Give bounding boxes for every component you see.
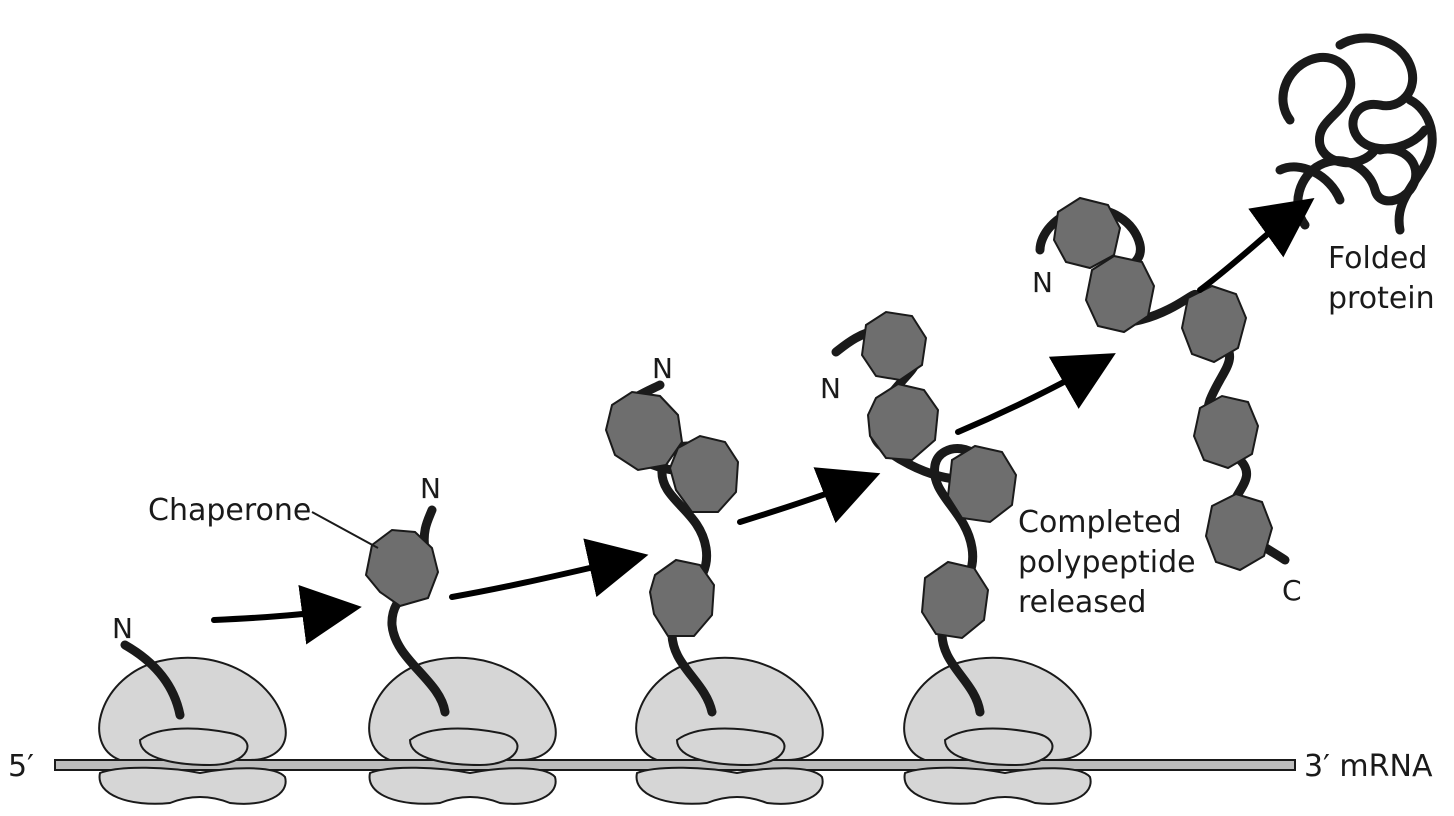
chaperone-3a [604, 390, 684, 472]
five-prime-label: 5′ [8, 749, 34, 784]
completed-label-line3: released [1018, 585, 1146, 620]
three-prime-mrna-label: 3′ mRNA [1304, 749, 1433, 784]
folded-protein [1275, 33, 1437, 235]
chaperone-pointer [311, 511, 379, 549]
arrow-stage4-to-stage5 [955, 353, 1116, 435]
ribosome-1 [98, 656, 287, 805]
chaperone-3c [648, 558, 716, 637]
chaperone-5c [1180, 284, 1248, 364]
n-terminus-label-4: N [820, 372, 841, 405]
chaperone-2 [364, 528, 440, 608]
chaperone-3b [668, 434, 740, 513]
arrow-stage1-to-stage2 [211, 584, 362, 645]
n-terminus-label-5: N [1032, 266, 1053, 299]
chaperone-4c [946, 444, 1018, 524]
arrow-stage3-to-stage4 [737, 467, 881, 525]
n-terminus-label-2: N [420, 472, 441, 505]
nascent-chain-1 [120, 640, 185, 720]
folded-label-line1: Folded [1328, 241, 1427, 276]
arrow-stage2-to-stage3 [449, 538, 649, 600]
completed-label-line2: polypeptide [1018, 545, 1196, 580]
chaperone-5d [1192, 394, 1260, 470]
ribosome-4 [903, 656, 1092, 805]
n-terminus-label-1: N [112, 612, 133, 645]
ribosome-2 [368, 656, 557, 805]
chaperone-label: Chaperone [148, 493, 311, 528]
ribosome-3 [635, 656, 824, 805]
chaperone-4b [866, 382, 940, 462]
chaperone-5b [1084, 254, 1156, 334]
arrow-stage5-to-folded [1197, 197, 1315, 293]
chaperone-4a [860, 310, 928, 382]
n-terminus-label-3: N [652, 352, 673, 385]
c-terminus-label: C [1282, 574, 1302, 607]
chaperone-4d [920, 560, 990, 640]
completed-label-line1: Completed [1018, 505, 1182, 540]
chaperone-5e [1204, 492, 1274, 572]
folded-label-line2: protein [1328, 281, 1435, 316]
